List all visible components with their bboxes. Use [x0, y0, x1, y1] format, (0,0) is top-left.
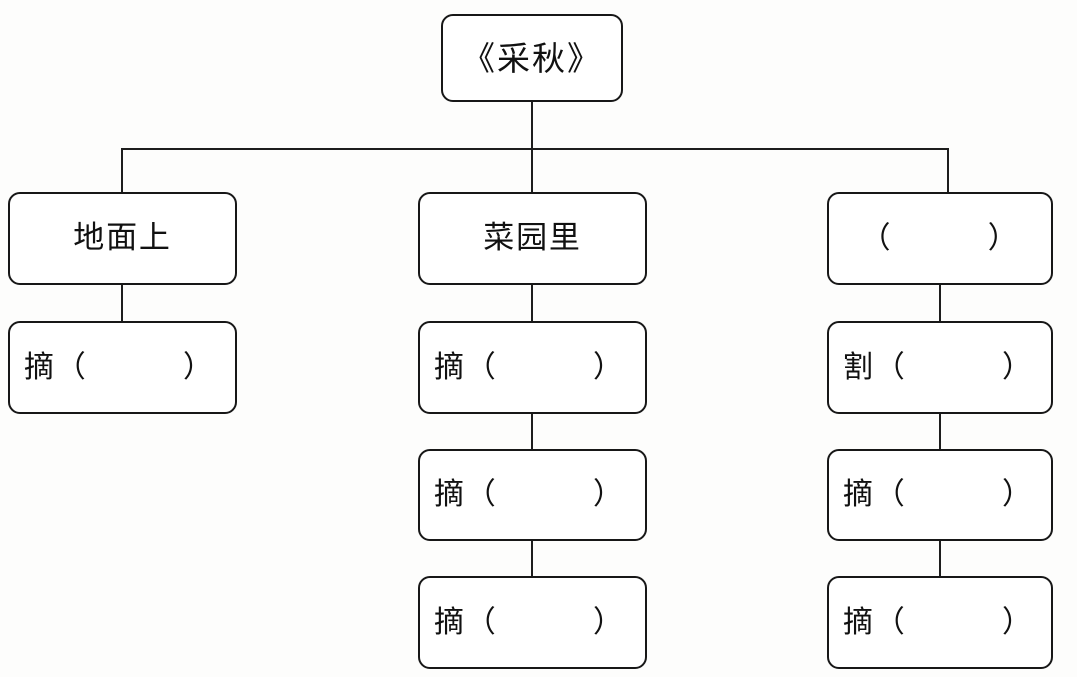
- connector-blank-3: [939, 541, 941, 576]
- connector-root-stem: [531, 102, 533, 150]
- node-garden-item-3-label: 摘（ ）: [434, 604, 625, 640]
- node-head-ground[interactable]: 地面上: [8, 192, 237, 285]
- node-head-ground-label: 地面上: [73, 220, 172, 256]
- connector-ground-1: [121, 285, 123, 321]
- node-root[interactable]: 《采秋》: [441, 14, 623, 102]
- node-garden-item-1[interactable]: 摘（ ）: [418, 321, 647, 414]
- node-blank-item-3[interactable]: 摘（ ）: [827, 576, 1053, 669]
- connector-blank-2: [939, 414, 941, 449]
- connector-bus: [121, 148, 949, 150]
- node-root-label: 《采秋》: [462, 38, 602, 78]
- connector-bus-drop-right: [947, 148, 949, 193]
- connector-bus-drop-middle: [531, 148, 533, 193]
- node-head-garden[interactable]: 菜园里: [418, 192, 647, 285]
- node-head-garden-label: 菜园里: [483, 220, 582, 256]
- connector-garden-3: [531, 541, 533, 576]
- connector-garden-2: [531, 414, 533, 449]
- node-blank-item-2[interactable]: 摘（ ）: [827, 449, 1053, 541]
- node-head-blank[interactable]: （ ）: [827, 192, 1053, 285]
- node-head-blank-label: （ ）: [860, 220, 1020, 256]
- connector-blank-1: [939, 285, 941, 321]
- node-blank-item-1[interactable]: 割（ ）: [827, 321, 1053, 414]
- node-ground-item-1[interactable]: 摘（ ）: [8, 321, 237, 414]
- node-garden-item-2-label: 摘（ ）: [434, 477, 625, 512]
- node-blank-item-1-label: 割（ ）: [843, 349, 1034, 385]
- node-blank-item-3-label: 摘（ ）: [843, 604, 1034, 640]
- node-garden-item-2[interactable]: 摘（ ）: [418, 449, 647, 541]
- connector-bus-drop-left: [121, 148, 123, 193]
- node-garden-item-1-label: 摘（ ）: [434, 349, 625, 385]
- node-blank-item-2-label: 摘（ ）: [843, 477, 1034, 512]
- node-garden-item-3[interactable]: 摘（ ）: [418, 576, 647, 669]
- connector-garden-1: [531, 285, 533, 321]
- node-ground-item-1-label: 摘（ ）: [24, 349, 215, 385]
